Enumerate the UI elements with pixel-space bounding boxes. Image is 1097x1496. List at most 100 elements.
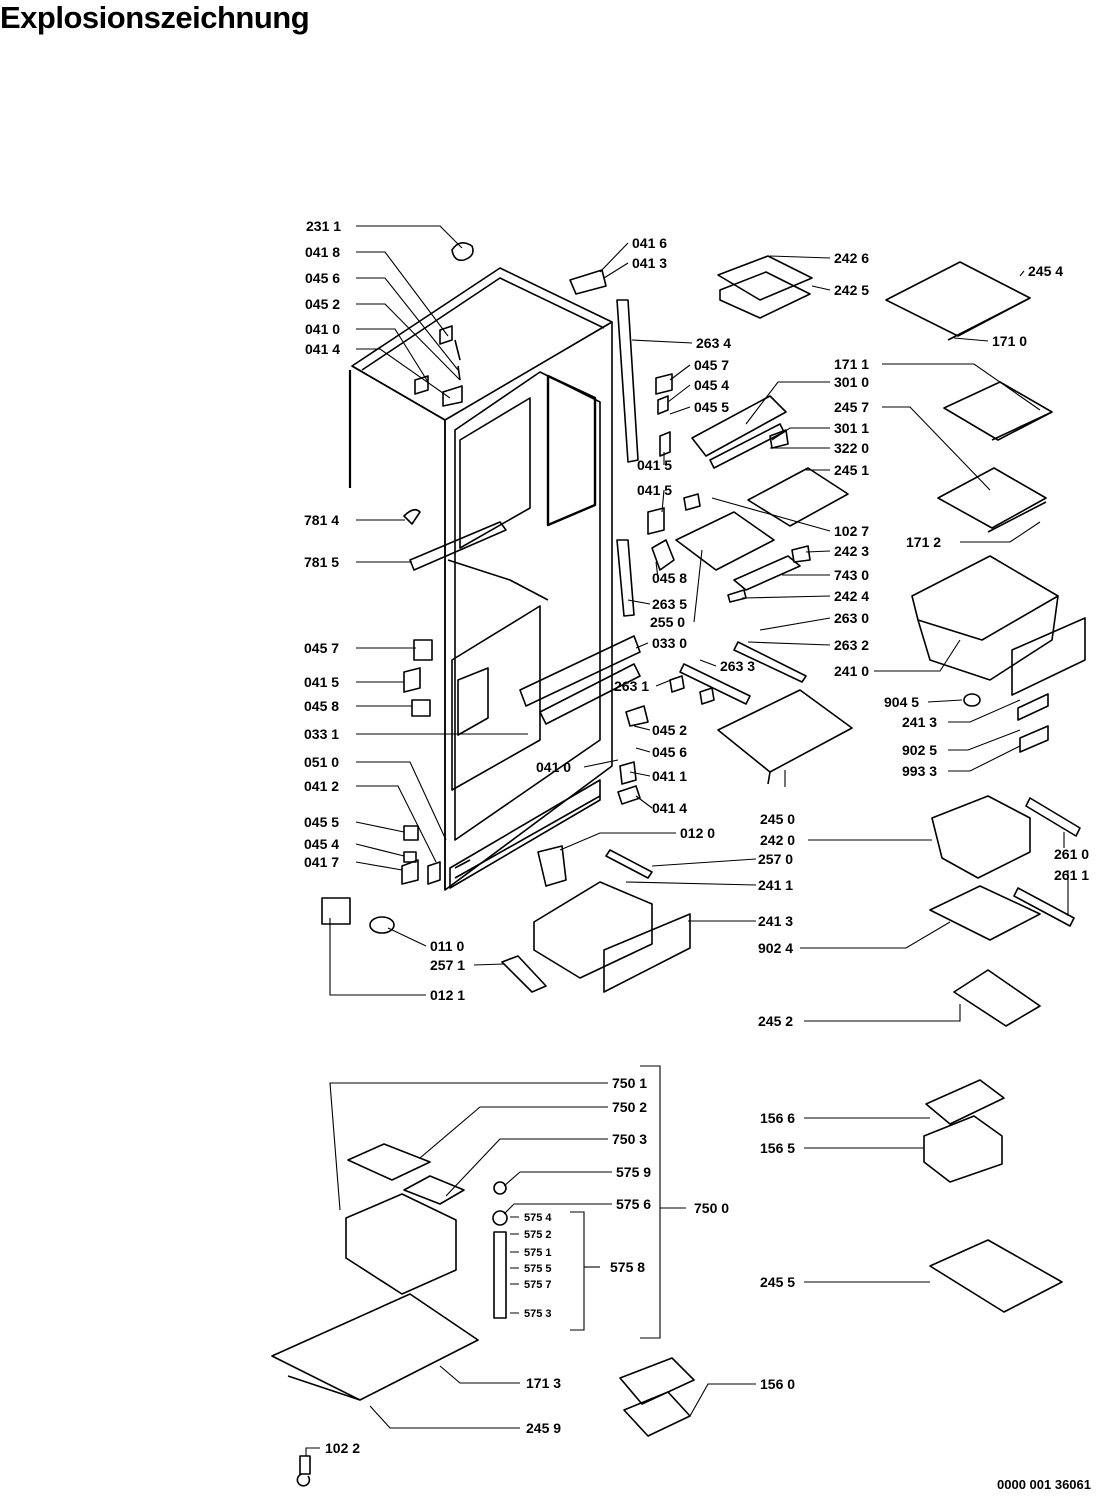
part-label: 575 4	[524, 1212, 552, 1224]
part-label: 041 2	[304, 778, 339, 794]
part-label: 041 5	[637, 482, 672, 498]
part-label: 045 8	[304, 698, 339, 714]
part-label: 245 4	[1028, 263, 1063, 279]
part-label: 045 8	[652, 570, 687, 586]
part-label: 902 4	[758, 940, 793, 956]
part-label: 231 1	[306, 218, 341, 234]
part-label: 156 5	[760, 1140, 795, 1156]
page-title: Explosionszeichnung	[0, 0, 310, 35]
part-labels: 231 1 041 8 045 6 045 2 041 0 041 4 781 …	[304, 218, 1089, 1456]
part-label: 041 7	[304, 854, 339, 870]
document-number: 0000 001 36061	[997, 1477, 1091, 1492]
upper-compartment-drawing	[675, 255, 1086, 785]
part-label: 045 2	[652, 722, 687, 738]
part-label: 263 4	[696, 335, 731, 351]
door-rails-drawing	[537, 269, 807, 887]
part-label: 041 0	[305, 321, 340, 337]
part-label: 171 3	[526, 1375, 561, 1391]
part-label: 261 1	[1054, 867, 1089, 883]
parts-drawings	[271, 242, 1086, 1487]
part-label: 575 6	[616, 1196, 651, 1212]
part-label: 041 5	[637, 457, 672, 473]
part-label: 575 3	[524, 1308, 552, 1320]
part-label: 045 5	[694, 399, 729, 415]
part-label: 245 2	[758, 1013, 793, 1029]
part-label: 041 4	[305, 341, 340, 357]
part-label: 322 0	[834, 440, 869, 456]
part-label: 041 8	[305, 244, 340, 260]
part-label: 051 0	[304, 754, 339, 770]
part-label: 041 6	[632, 235, 667, 251]
part-label: 245 0	[760, 811, 795, 827]
part-label: 102 7	[834, 523, 869, 539]
part-label: 171 2	[906, 534, 941, 550]
part-label: 902 5	[902, 742, 937, 758]
ice-maker-drawing	[271, 1079, 1063, 1487]
part-label: 255 0	[650, 614, 685, 630]
part-label: 993 3	[902, 763, 937, 779]
part-label: 242 5	[834, 282, 869, 298]
part-label: 033 0	[652, 635, 687, 651]
part-label: 301 0	[834, 374, 869, 390]
part-label: 241 3	[902, 714, 937, 730]
part-label: 012 0	[680, 825, 715, 841]
part-label: 263 1	[614, 678, 649, 694]
part-label: 241 0	[834, 663, 869, 679]
part-label: 750 2	[612, 1099, 647, 1115]
part-label: 045 6	[305, 270, 340, 286]
part-label: 041 5	[304, 674, 339, 690]
part-label: 156 0	[760, 1376, 795, 1392]
part-label: 750 3	[612, 1131, 647, 1147]
part-label: 575 1	[524, 1247, 552, 1259]
part-label: 011 0	[430, 938, 464, 954]
part-label: 301 1	[834, 420, 869, 436]
part-label: 575 8	[610, 1259, 645, 1275]
part-label: 257 0	[758, 851, 793, 867]
part-label: 242 0	[760, 832, 795, 848]
part-label: 257 1	[430, 957, 465, 973]
part-label: 263 3	[720, 658, 755, 674]
part-label: 242 6	[834, 250, 869, 266]
part-label: 575 9	[616, 1164, 651, 1180]
part-label: 750 0	[694, 1200, 729, 1216]
part-label: 041 1	[652, 768, 687, 784]
part-label: 045 7	[694, 357, 729, 373]
part-label: 045 5	[304, 814, 339, 830]
part-label: 045 6	[652, 744, 687, 760]
part-label: 041 4	[652, 800, 687, 816]
part-label: 041 3	[632, 255, 667, 271]
part-label: 045 4	[304, 836, 339, 852]
part-label: 781 4	[304, 512, 339, 528]
lower-compartment-drawing	[501, 795, 1081, 1027]
part-label: 245 9	[526, 1420, 561, 1436]
part-label: 045 4	[694, 377, 729, 393]
cabinet-fittings	[321, 242, 641, 934]
part-label: 750 1	[612, 1075, 647, 1091]
part-label: 263 0	[834, 610, 869, 626]
part-label: 245 1	[834, 462, 869, 478]
part-label: 171 1	[834, 356, 869, 372]
part-label: 904 5	[884, 694, 919, 710]
part-label: 045 7	[304, 640, 339, 656]
part-label: 575 7	[524, 1279, 552, 1291]
part-label: 245 5	[760, 1274, 795, 1290]
part-label: 245 7	[834, 399, 869, 415]
part-label: 261 0	[1054, 846, 1089, 862]
part-label: 045 2	[305, 296, 340, 312]
part-label: 241 3	[758, 913, 793, 929]
part-label: 171 0	[992, 333, 1027, 349]
part-label: 263 2	[834, 637, 869, 653]
part-label: 242 4	[834, 588, 869, 604]
part-label: 263 5	[652, 596, 687, 612]
part-label: 033 1	[304, 726, 339, 742]
part-label: 241 1	[758, 877, 793, 893]
leader-lines	[305, 225, 1069, 1456]
part-label: 041 0	[536, 759, 571, 775]
part-label: 012 1	[430, 987, 465, 1003]
cabinet-drawing	[348, 267, 613, 891]
part-label: 575 5	[524, 1263, 552, 1275]
part-label: 156 6	[760, 1110, 795, 1126]
part-label: 102 2	[325, 1440, 360, 1456]
part-label: 743 0	[834, 567, 869, 583]
